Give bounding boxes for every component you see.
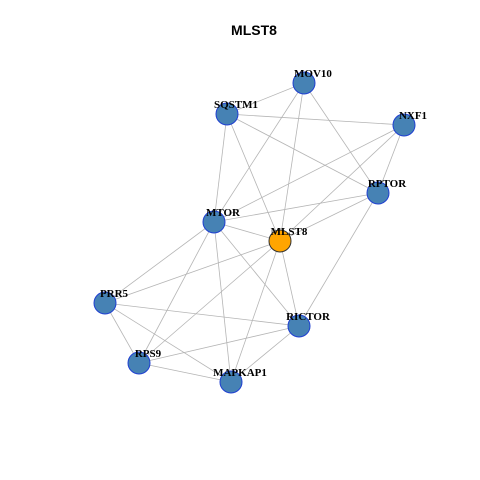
node-label-nxf1: NXF1 — [399, 110, 427, 122]
edge-rptor-mtor — [213, 192, 379, 223]
node-label-mapkap1: MAPKAP1 — [213, 367, 267, 379]
edge-nxf1-rptor — [377, 124, 405, 194]
node-rps9 — [127, 351, 151, 375]
edge-rps9-rictor — [138, 325, 300, 364]
edge-mtor-rps9 — [138, 221, 215, 364]
edge-prr5-mapkap1 — [104, 302, 232, 383]
node-label-mtor: MTOR — [206, 207, 241, 219]
edge-prr5-rictor — [104, 302, 300, 327]
edge-rps9-mapkap1 — [138, 362, 232, 383]
edge-sqstm1-mov10 — [226, 82, 305, 115]
edge-rictor-mapkap1 — [230, 325, 300, 383]
node-rptor — [366, 181, 390, 205]
edge-layer — [104, 82, 405, 383]
edge-mlst8-mapkap1 — [230, 240, 281, 383]
edge-mtor-mapkap1 — [213, 221, 232, 383]
node-label-sqstm1: SQSTM1 — [214, 99, 258, 111]
node-sqstm1 — [215, 102, 239, 126]
node-label-rptor: RPTOR — [368, 178, 407, 190]
node-mapkap1 — [219, 370, 243, 394]
edge-mlst8-rictor — [279, 240, 300, 327]
node-label-rps9: RPS9 — [135, 348, 162, 360]
node-label-rictor: RICTOR — [286, 311, 331, 323]
edge-nxf1-mlst8 — [279, 124, 405, 242]
diagram-title: MLST8 — [231, 22, 277, 38]
edge-mtor-rictor — [213, 221, 300, 327]
node-mtor — [202, 210, 226, 234]
node-mlst8 — [268, 229, 292, 253]
edge-mtor-prr5 — [104, 221, 215, 304]
node-mov10 — [292, 71, 316, 95]
edge-sqstm1-mlst8 — [226, 113, 281, 242]
edge-sqstm1-mtor — [213, 113, 228, 223]
edge-sqstm1-rptor — [226, 113, 379, 194]
node-label-mlst8: MLST8 — [271, 226, 308, 238]
edge-mov10-mlst8 — [279, 82, 305, 242]
node-layer — [93, 71, 416, 394]
edge-mov10-rptor — [303, 82, 379, 194]
node-rictor — [287, 314, 311, 338]
node-label-mov10: MOV10 — [294, 68, 332, 80]
node-label-prr5: PRR5 — [100, 288, 129, 300]
edge-nxf1-mtor — [213, 124, 405, 223]
edge-mlst8-prr5 — [104, 240, 281, 304]
edge-mov10-mtor — [213, 82, 305, 223]
edge-mlst8-rps9 — [138, 240, 281, 364]
edge-rptor-rictor — [298, 192, 379, 327]
node-prr5 — [93, 291, 117, 315]
node-nxf1 — [392, 113, 416, 137]
edge-sqstm1-nxf1 — [226, 113, 405, 126]
edge-rptor-mlst8 — [279, 192, 379, 242]
